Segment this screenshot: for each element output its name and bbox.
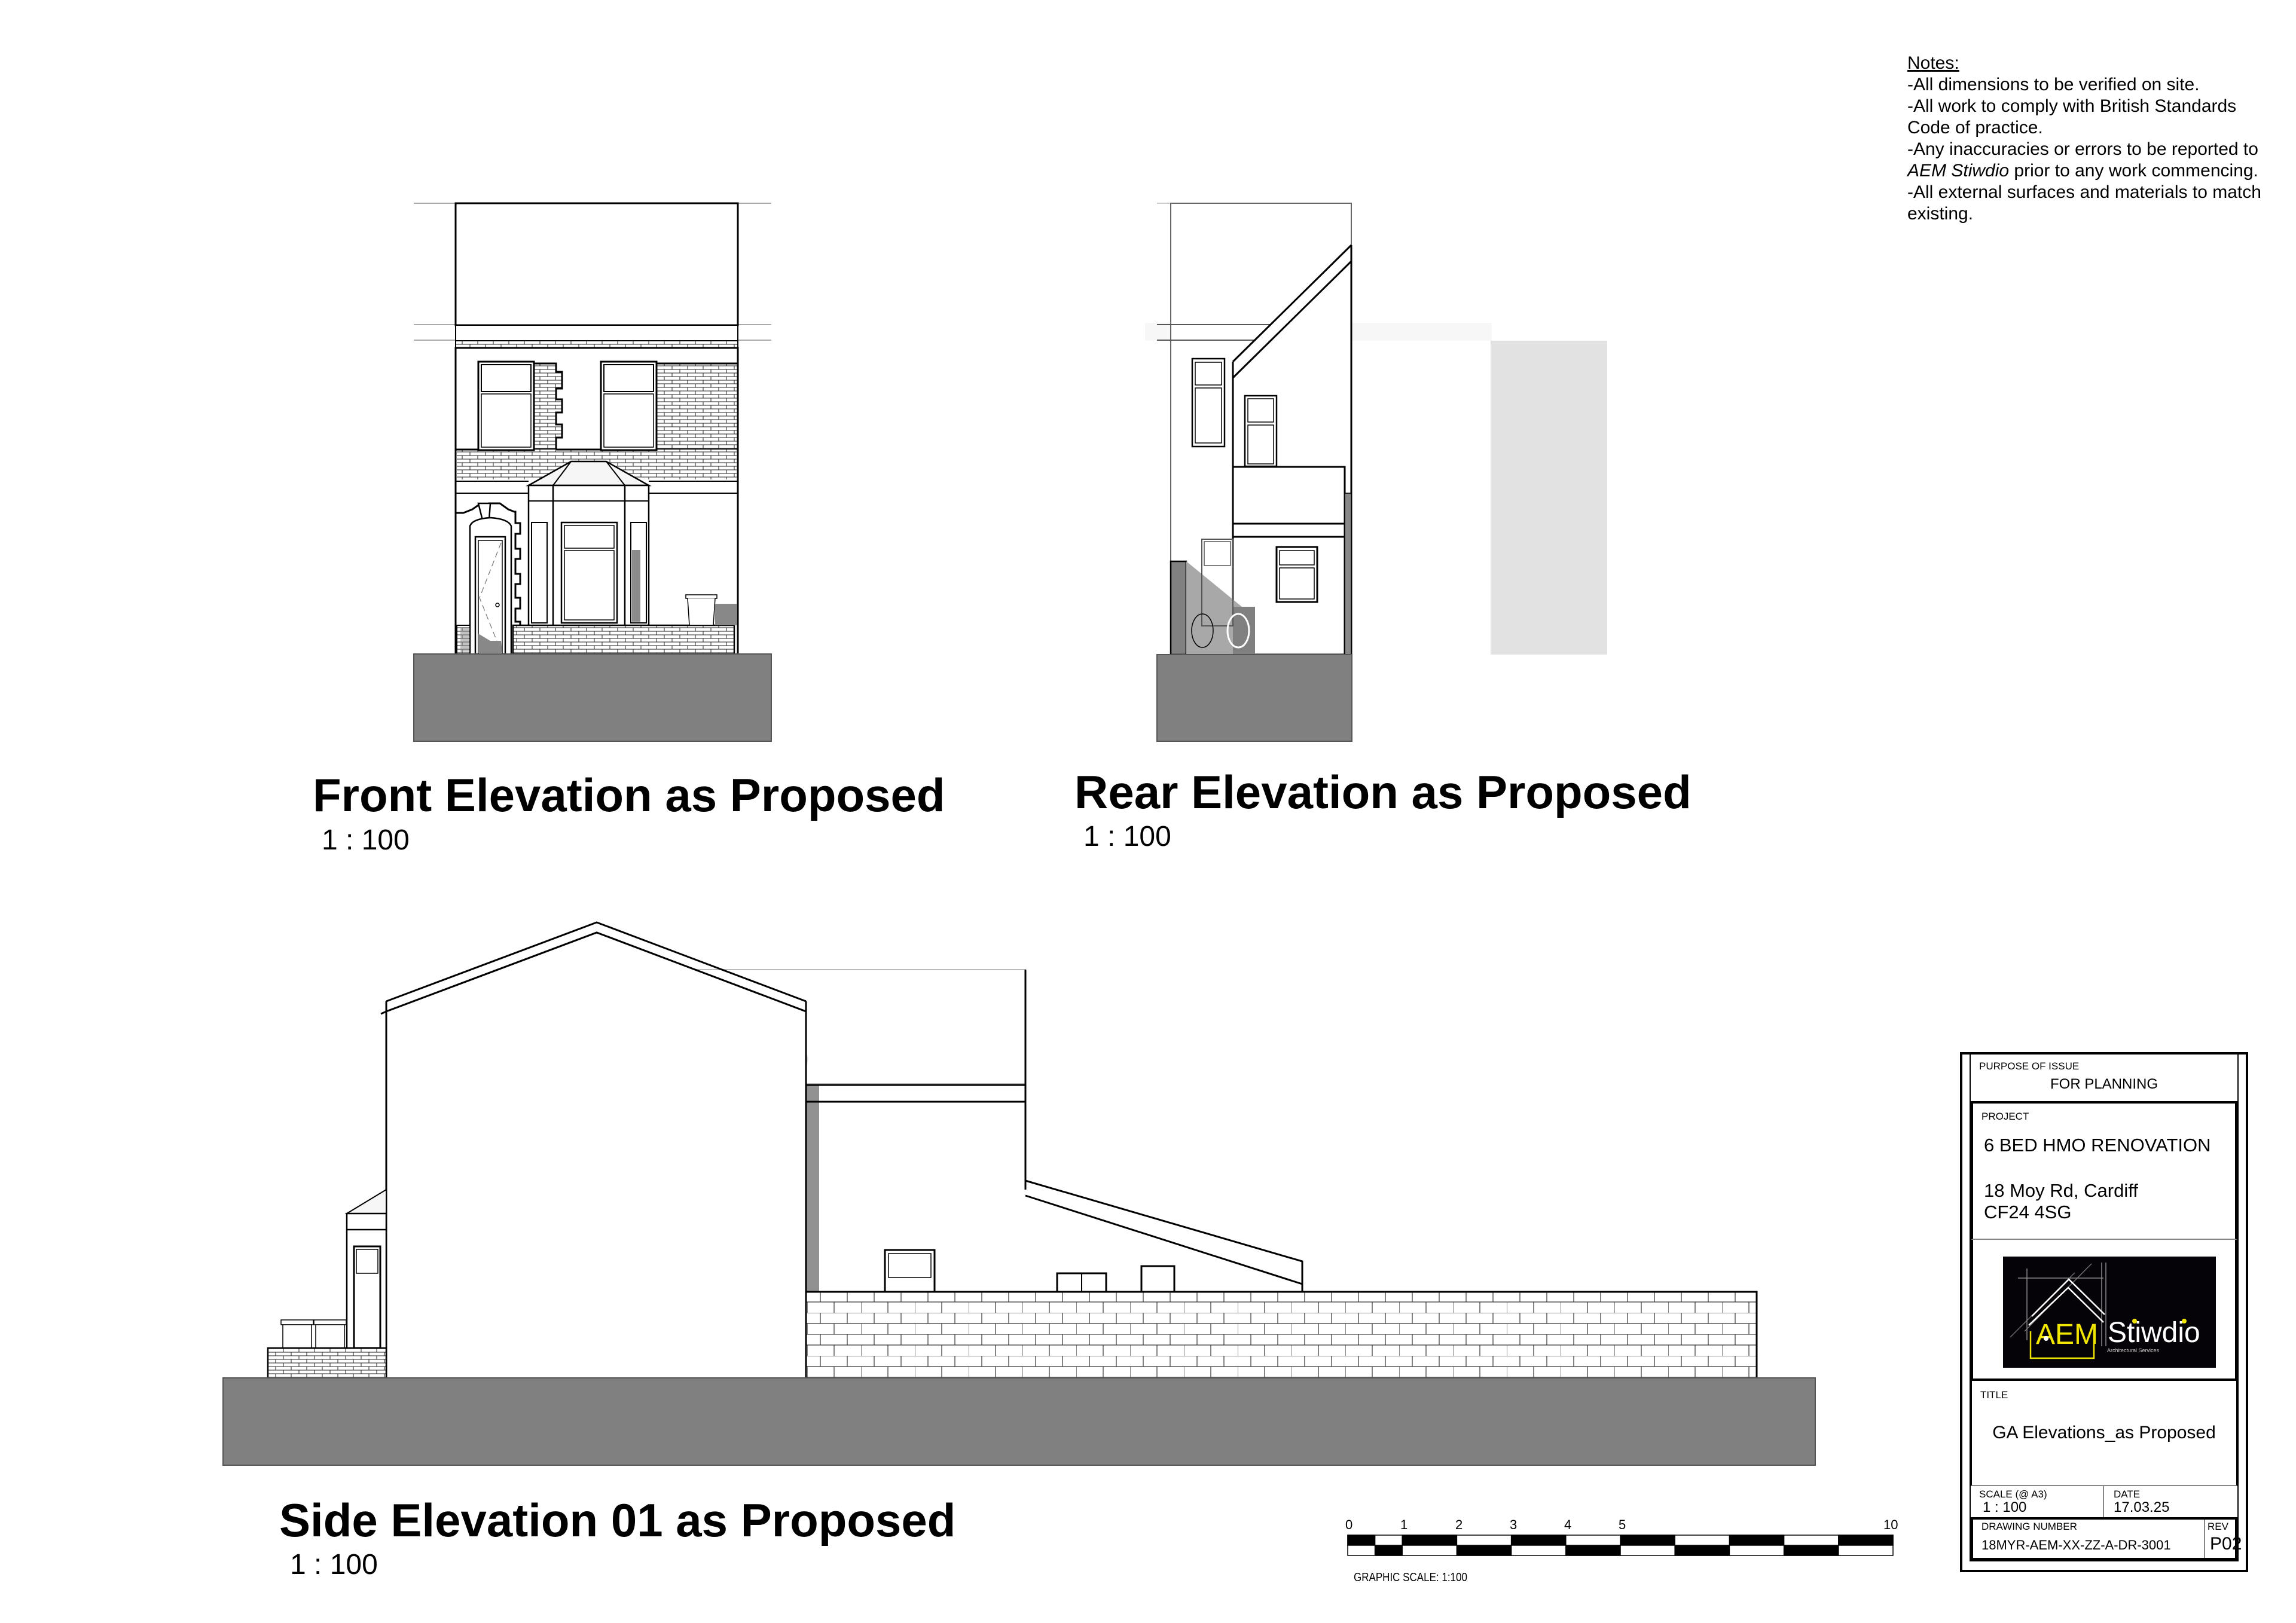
drawing-number-cell: DRAWING NUMBER 18MYR-AEM-XX-ZZ-A-DR-3001	[1973, 1520, 2205, 1558]
date-label: DATE	[2114, 1488, 2141, 1500]
front-elevation-title: Front Elevation as Proposed	[313, 769, 945, 821]
house-logo-icon: AEM Stiwdio Architectural Services	[2010, 1263, 2200, 1359]
front-elevation-drawing	[413, 202, 772, 742]
front-door	[474, 536, 506, 655]
note-line: AEM Stiwdio prior to any work commencing…	[1907, 161, 2258, 181]
side-elevation-scale: 1 : 100	[290, 1549, 378, 1581]
drawing-number-value: 18MYR-AEM-XX-ZZ-A-DR-3001	[1981, 1538, 2171, 1552]
scale-tick-1: 1	[1400, 1517, 1408, 1532]
rev-label: REV	[2208, 1521, 2228, 1532]
purpose-label: PURPOSE OF ISSUE	[1979, 1060, 2080, 1072]
graphic-scale-bar	[1347, 1535, 1894, 1556]
upper-window-right	[600, 360, 658, 451]
side-window-3	[1140, 1265, 1176, 1293]
project-address: 18 Moy Rd, Cardiff CF24 4SG	[1984, 1180, 2138, 1223]
rear-elevation-drawing	[1145, 203, 1607, 742]
rear-elevation-scale: 1 : 100	[1083, 821, 1171, 852]
rev-value: P02	[2210, 1534, 2242, 1554]
scale-tick-2: 2	[1455, 1517, 1463, 1532]
side-window-1	[884, 1249, 936, 1293]
side-elevation-drawing	[222, 921, 1816, 1466]
date-cell: DATE 17.03.25	[2104, 1486, 2237, 1517]
title-label: TITLE	[1980, 1389, 2008, 1401]
general-notes: Notes: -All dimensions to be verified on…	[1907, 53, 2290, 225]
rev-cell: REV P02	[2205, 1520, 2242, 1558]
project-label: PROJECT	[1981, 1111, 2029, 1122]
scale-tick-10: 10	[1883, 1517, 1898, 1532]
drawing-number-row: DRAWING NUMBER 18MYR-AEM-XX-ZZ-A-DR-3001…	[1971, 1517, 2242, 1560]
scale-tick-0: 0	[1345, 1517, 1353, 1532]
rear-elevation-title: Rear Elevation as Proposed	[1074, 766, 1692, 818]
scale-cell: SCALE (@ A3) 1 : 100	[1971, 1486, 2104, 1517]
upper-window-left	[477, 360, 535, 451]
note-line: -All external surfaces and materials to …	[1907, 182, 2261, 202]
purpose-of-issue-cell: PURPOSE OF ISSUE FOR PLANNING	[1971, 1055, 2237, 1101]
project-name: 6 BED HMO RENOVATION	[1984, 1135, 2211, 1156]
side-window-2	[1056, 1272, 1107, 1293]
scale-tick-5: 5	[1619, 1517, 1626, 1532]
scale-label: SCALE (@ A3)	[1979, 1488, 2047, 1500]
drawing-title: GA Elevations_as Proposed	[1992, 1423, 2216, 1442]
scale-tick-3: 3	[1510, 1517, 1518, 1532]
rear-window-mid	[1244, 395, 1278, 467]
front-elevation-scale: 1 : 100	[322, 824, 410, 856]
notes-title: Notes:	[1907, 53, 1959, 73]
date-value: 17.03.25	[2114, 1499, 2170, 1515]
logo-cell: AEM Stiwdio Architectural Services	[1971, 1240, 2237, 1381]
note-line: -Any inaccuracies or errors to be report…	[1907, 139, 2258, 159]
company-name: AEM Stiwdio	[1907, 161, 2010, 181]
title-cell: TITLE GA Elevations_as Proposed	[1971, 1381, 2237, 1486]
title-block: PURPOSE OF ISSUE FOR PLANNING PROJECT 6 …	[1960, 1052, 2248, 1572]
graphic-scale-label: GRAPHIC SCALE: 1:100	[1354, 1571, 1467, 1584]
note-line: existing.	[1907, 204, 1974, 224]
scale-date-row: SCALE (@ A3) 1 : 100 DATE 17.03.25	[1971, 1486, 2237, 1517]
drawing-number-label: DRAWING NUMBER	[1981, 1521, 2077, 1532]
svg-text:Architectural Services: Architectural Services	[2107, 1347, 2160, 1353]
address-line-2: CF24 4SG	[1984, 1202, 2072, 1222]
svg-text:AEM: AEM	[2036, 1319, 2098, 1350]
note-line: -All work to comply with British Standar…	[1907, 96, 2237, 116]
side-elevation-title: Side Elevation 01 as Proposed	[279, 1494, 956, 1546]
rear-window-upper	[1191, 357, 1226, 448]
scale-value: 1 : 100	[1983, 1499, 2027, 1515]
scale-tick-4: 4	[1564, 1517, 1572, 1532]
note-line: -All dimensions to be verified on site.	[1907, 75, 2200, 94]
rear-window-ground	[1275, 546, 1318, 603]
project-cell: PROJECT 6 BED HMO RENOVATION 18 Moy Rd, …	[1971, 1101, 2237, 1240]
company-logo: AEM Stiwdio Architectural Services	[2003, 1257, 2216, 1368]
note-line: Code of practice.	[1907, 118, 2043, 137]
address-line-1: 18 Moy Rd, Cardiff	[1984, 1180, 2138, 1201]
purpose-value: FOR PLANNING	[2050, 1076, 2158, 1092]
